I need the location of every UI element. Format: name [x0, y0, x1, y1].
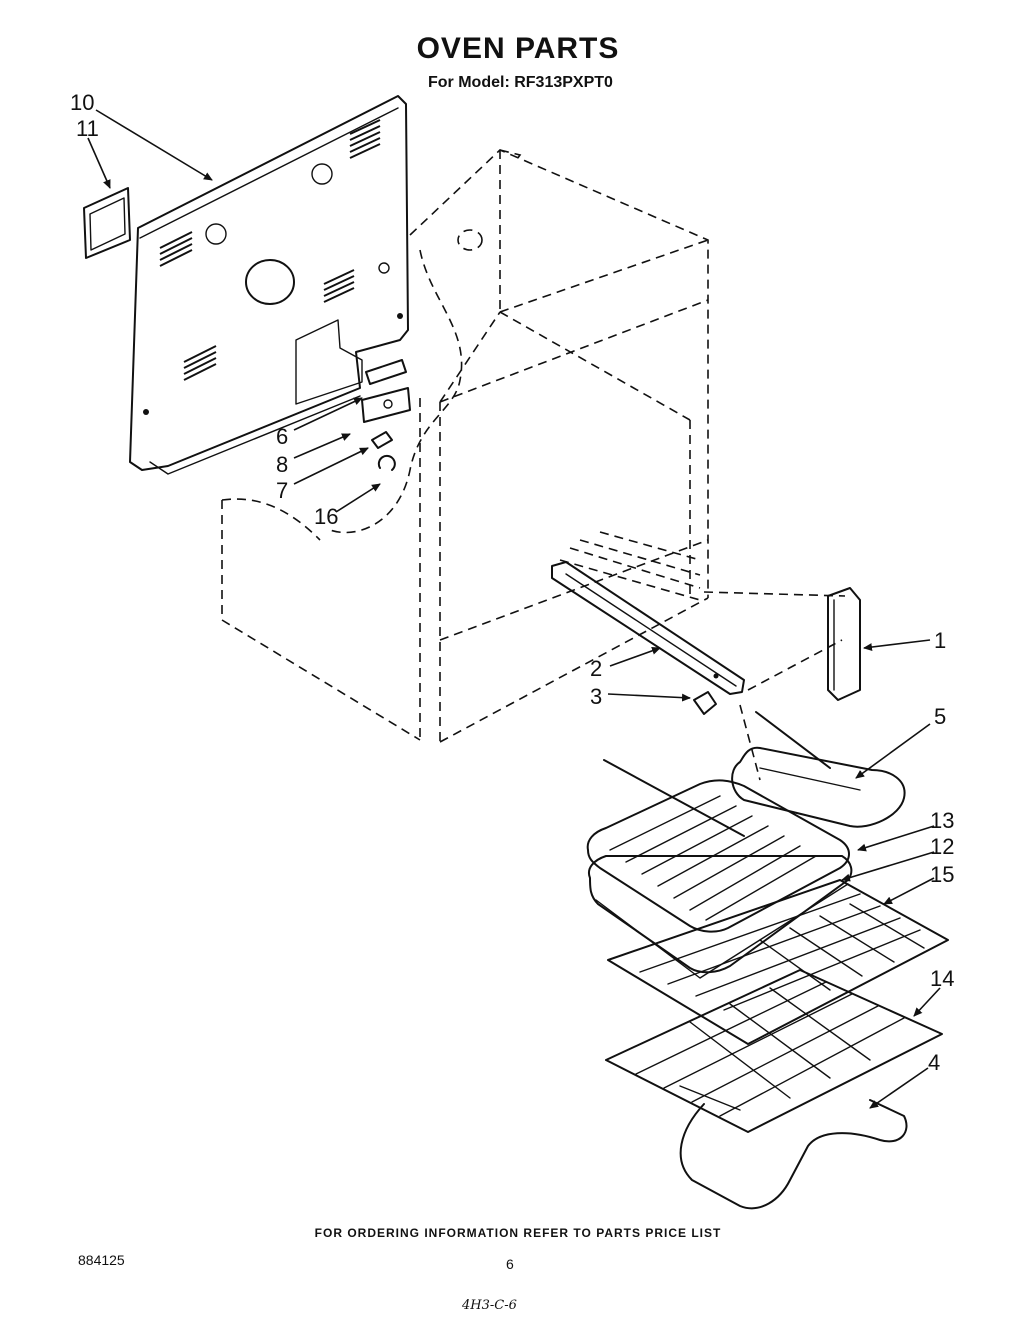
vent-rail [551, 561, 745, 695]
access-cover-plate [83, 187, 131, 259]
side-trim-panel [827, 587, 861, 701]
callout-6: 6 [276, 424, 288, 449]
vent-slots-middle [323, 269, 355, 303]
callout-2: 2 [590, 656, 602, 681]
bracket-assembly [361, 359, 411, 471]
page-number: 6 [506, 1256, 514, 1272]
oven-rack-upper [607, 879, 949, 1045]
callout-1: 1 [934, 628, 946, 653]
callout-15: 15 [930, 862, 954, 887]
callout-3: 3 [590, 684, 602, 709]
callout-5: 5 [934, 704, 946, 729]
broiler-pan [588, 855, 853, 979]
handwritten-note: 4H3-C-6 [462, 1298, 517, 1313]
callout-10: 10 [70, 90, 94, 115]
page-title: OVEN PARTS [416, 32, 620, 65]
callout-11: 11 [76, 116, 99, 141]
broil-element [679, 1085, 908, 1210]
retainer-clip [693, 691, 717, 715]
callout-13: 13 [930, 808, 954, 833]
callout-8: 8 [276, 452, 288, 477]
model-subtitle: For Model: RF313PXPT0 [428, 74, 613, 91]
callout-4: 4 [928, 1050, 940, 1075]
vent-slots-lower-left [183, 345, 217, 381]
oven-rack-lower [605, 969, 943, 1133]
document-number: 884125 [78, 1252, 125, 1268]
rear-panel [129, 95, 409, 475]
vent-slots-top-right [349, 119, 381, 159]
callout-7: 7 [276, 478, 288, 503]
callout-12: 12 [930, 834, 954, 859]
vent-slots-upper-left [159, 231, 193, 267]
ordering-info-note: FOR ORDERING INFORMATION REFER TO PARTS … [314, 1226, 722, 1240]
oven-cavity-outline [221, 149, 846, 781]
callout-14: 14 [930, 966, 954, 991]
bake-element [603, 711, 906, 837]
callout-16: 16 [314, 504, 338, 529]
